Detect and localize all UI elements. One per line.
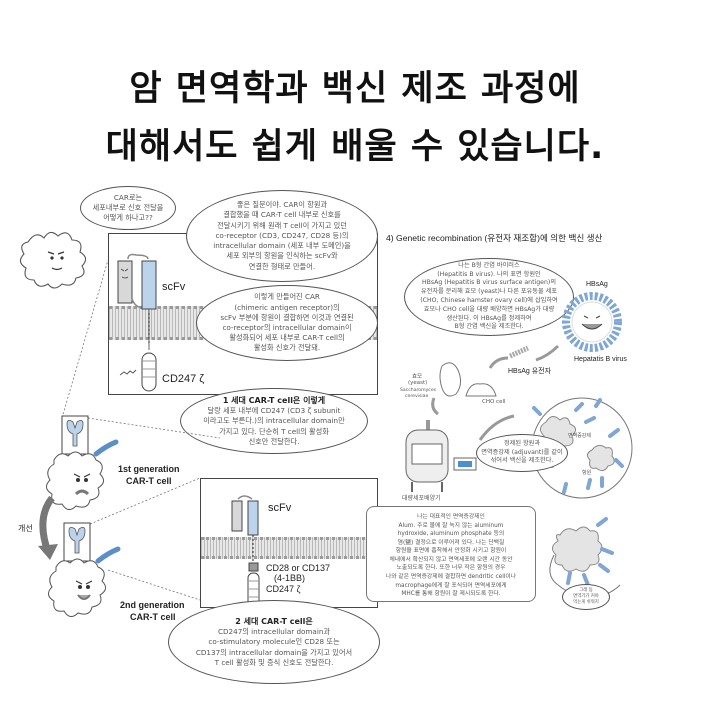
headline-line-1: 암 면역학과 백신 제조 과정에: [129, 69, 581, 109]
bubble-text: 어떻게 하나고??: [103, 213, 153, 223]
note-text: 염(鹽) 결정으로 이루어져 있다. 나는 단백질: [397, 539, 505, 546]
yeast-species-1: Saccharomyces: [400, 388, 437, 393]
scfv-label-2: scFv: [268, 502, 292, 514]
bubble-heading: 1 세대 CAR-T cell은 이렇게: [222, 395, 326, 405]
cho-cell-icon: [465, 383, 497, 397]
scfv-receptor-icon: [117, 253, 157, 392]
bubble-text: 먹는게 쉬워지: [573, 599, 599, 605]
bubble-text: 가지고 있다. 단순히 T cell의 활성화: [219, 426, 329, 436]
bioreactor-icon: [405, 420, 477, 492]
note-text: 항원을 표면에 흡착해서 안정화 시키고 항원이: [395, 548, 507, 555]
bubble-text: 연결한 형태로 만들어.: [248, 261, 316, 271]
bioreactor-label: 대량세포배양기: [402, 495, 441, 502]
bubble-text: 나는 B형 간염 바이러스: [458, 261, 520, 269]
hepatitis-b-virus-label: Hepatatis B virus: [574, 356, 627, 363]
cell-membrane-2: [201, 537, 377, 559]
yeast-species-2: cerevisiae: [405, 394, 429, 399]
bubble-text: intracellular domain (세포 내부 도메인)을: [213, 241, 351, 251]
bubble-text: 활성화 신호가 전달돼.: [253, 343, 321, 353]
scfv-receptor-2-icon: [231, 495, 260, 608]
bubble-text: 활성화되어 세포 내부로 CAR-T cell의: [229, 333, 345, 343]
bubble-text: T cell 활성화 및 증식 신호도 전달한다.: [214, 657, 334, 667]
bubble-text: co-stimulatory molecule인 CD28 또는: [208, 637, 340, 647]
improvement-arrow-icon: [38, 495, 58, 560]
answer-bubble-1: 좋은 질문이야. CAR이 항원과 결합했을 때 CAR-T cell 내부로 …: [186, 190, 378, 282]
small-character-bubble: 그래 동 면역기가 커야 먹는게 쉬워지: [562, 584, 610, 610]
gen2-title-line-2: CAR-T cell: [130, 612, 176, 622]
bubble-text: HBsAg (Hepatitis B virus surface antigen…: [421, 279, 557, 287]
cho-cell-label: CHO cell: [482, 399, 506, 405]
bubble-text: 정제된 항원과: [503, 439, 541, 447]
bubble-text: 유전자를 분리해 효모 (yeast)나 다른 포유동물 세포: [420, 288, 557, 296]
cd247-label: CD247 ζ: [162, 373, 205, 385]
headline-line-2: 대해서도 쉽게 배울 수 있습니다.: [105, 127, 605, 167]
gen2-car-t-cell-icon: [48, 522, 121, 617]
note-text: 체내에서 확산되지 않고 면역세포에 오랜 시간 동안: [389, 556, 513, 563]
yeast-label-ko: 효모: [412, 374, 423, 380]
improvement-label: 개선: [18, 524, 33, 533]
virus-bubble: 나는 B형 간염 바이러스 (Hepatitis B virus). 나의 표면…: [404, 258, 574, 336]
alum-note: 나는 대표적인 면역증강제인 Alum. 주로 물에 잘 녹지 않는 alumi…: [366, 506, 536, 602]
process-arrows-icon: [431, 397, 515, 441]
bubble-text: 섞어서 백신을 제조한다.: [490, 457, 554, 465]
bubble-text: co-receptor (CD3, CD247, CD28 등)의: [215, 230, 349, 240]
hbsag-gene-label: HBsAg 유전자: [508, 368, 552, 375]
note-text: 나는 대표적인 면역증강제인: [417, 514, 485, 520]
gen1-bubble: 1 세대 CAR-T cell은 이렇게 달랑 세포 내부에 CD247 (CD…: [180, 388, 368, 454]
cd247-label-2: CD247 ζ: [266, 584, 301, 594]
bubble-text: 효모나 CHO cell을 대량 배양하면 HBsAg가 대량: [423, 305, 555, 313]
bubble-heading: 2 세대 CAR-T cell은: [235, 616, 313, 626]
4-1bb-label: (4-1BB): [274, 573, 306, 583]
gen1-title-line-1: 1st generation: [118, 464, 180, 474]
bubble-text: (CHO, Chinese hamster ovary cell)에 삽입하여: [420, 297, 558, 304]
gen1-car-t-cell-icon: [46, 415, 119, 510]
question-bubble: CAR로는 세포내부로 신호 전달을 어떻게 하나고??: [80, 186, 176, 230]
bubble-text: 신호만 전달한다.: [248, 436, 300, 446]
bubble-text: 이라고도 부른다.)의 intracellular domain만: [203, 416, 345, 426]
bubble-text: CD247의 intracellular domain과: [218, 627, 330, 637]
bubble-text: 세포 외부의 항원을 인식하는 scFv와: [226, 251, 338, 261]
bubble-text: scFv 부분에 항원이 결합하면 이것과 연결된: [220, 312, 354, 322]
bubble-text: 면역기가 커야: [573, 594, 599, 600]
bubble-text: B형 간염 백신을 제조한다.: [454, 323, 524, 331]
note-text: 나와 같은 면역증강제에 결합하면 dendritic cell이나: [385, 574, 517, 581]
note-text: Alum. 주로 물에 잘 녹지 않는 aluminum: [398, 522, 504, 529]
bubble-text: co-receptor의 intracellular domain이: [222, 323, 352, 332]
bubble-text: CD137의 intracellular domain을 가지고 있어서: [195, 647, 353, 657]
antigen-label: 항원: [582, 470, 592, 476]
bubble-text: CAR로는: [113, 192, 143, 202]
bubble-text: 좋은 질문이야. CAR이 항원과: [236, 200, 328, 210]
note-text: macrophage에게 잘 포식되어 면역세포에게: [395, 582, 507, 589]
bubble-text: 세포내부로 신호 전달을: [92, 202, 164, 212]
gen1-title-line-2: CAR-T cell: [126, 476, 172, 486]
cell-character-icon: [19, 231, 87, 289]
yeast-icon: [439, 362, 462, 397]
cd28-cd137-label: CD28 or CD137: [266, 563, 331, 573]
bubble-text: 결합했을 때 CAR-T cell 내부로 신호를: [223, 210, 341, 220]
bubble-text: (Hepatitis B virus). 나의 표면 항원인: [437, 270, 541, 278]
bubble-text: 그래 동: [579, 588, 593, 594]
bubble-text: 이렇게 만들어진 CAR: [254, 292, 320, 302]
section-title: 4) Genetic recombination (유전자 재조합)에 의한 백…: [386, 233, 603, 243]
scfv-label: scFv: [162, 281, 186, 293]
note-text: hydroxide, aluminum phosphate 등의: [397, 531, 505, 538]
bubble-text: 생산된다. 이 HBsAg를 정제하여: [446, 314, 532, 322]
note-text: MHC를 통해 항원이 잘 제시되도록 한다.: [401, 591, 501, 598]
bubble-text: (chimeric antigen receptor)의: [234, 302, 340, 312]
adjuvant-label: 면역증강제: [568, 433, 592, 439]
gen2-bubble: 2 세대 CAR-T cell은 CD247의 intracellular do…: [168, 600, 380, 684]
hepatitis-b-virus-icon: [562, 292, 622, 352]
bubble-text: 달랑 세포 내부에 CD247 (CD3 ζ subunit: [207, 406, 341, 416]
hbsag-label: HBsAg: [586, 281, 608, 288]
vaccine-bubble: 정제된 항원과 면역증강제 (adjuvant)를 같이 섞어서 백신을 제조한…: [476, 434, 568, 472]
note-text: 노출되도록 한다. 또한 너무 작은 항원의 경우: [396, 565, 506, 572]
bubble-text: 면역증강제 (adjuvant)를 같이: [481, 448, 563, 456]
bubble-text: 전달시키기 위해 원래 T cell이 가지고 있던: [217, 220, 347, 230]
answer-bubble-2: 이렇게 만들어진 CAR (chimeric antigen receptor)…: [196, 285, 378, 361]
gen2-title-line-1: 2nd generation: [120, 600, 185, 610]
gene-transfer-arrows-icon: [488, 344, 560, 369]
yeast-label-en: (yeast): [408, 380, 428, 386]
